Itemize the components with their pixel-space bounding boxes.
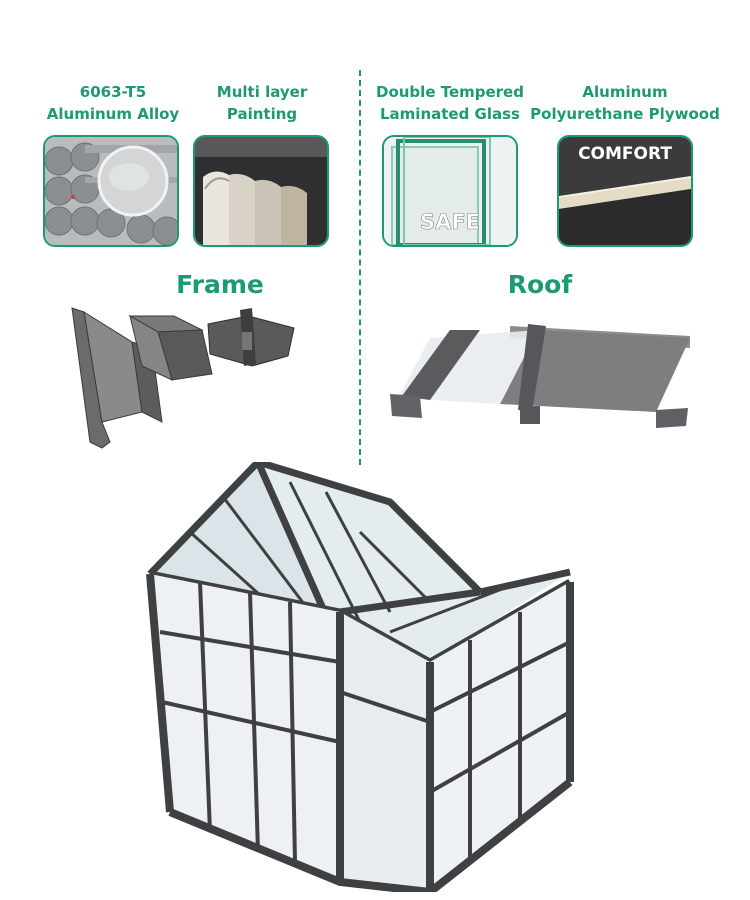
laminated-glass-image: SAFE (382, 135, 518, 247)
material-label-line1: Aluminum (582, 83, 668, 101)
roof-title: Roof (507, 270, 573, 299)
roof-profiles-image (390, 324, 690, 428)
aluminum-rods-image (43, 135, 179, 247)
frame-profiles-image (71, 307, 295, 449)
material-label-laminated-glass: Double Tempered Laminated Glass (372, 81, 528, 125)
material-label-line2: Aluminum Alloy (46, 105, 180, 123)
material-label-painting: Multi layer Painting (194, 81, 330, 125)
polyurethane-panel-image: COMFORT (557, 135, 693, 247)
frame-title: Frame (176, 270, 264, 299)
material-label-line2: Painting (226, 105, 298, 123)
material-label-line2: Laminated Glass (380, 105, 520, 123)
section-divider (359, 70, 361, 465)
sunroom-image (146, 462, 574, 892)
material-label-line1: 6063-T5 (79, 83, 147, 101)
material-label-line1: Double Tempered (376, 83, 524, 101)
safe-overlay-text: SAFE (420, 210, 480, 234)
material-label-aluminum-alloy: 6063-T5 Aluminum Alloy (45, 81, 181, 125)
paint-layers-image (193, 135, 329, 247)
material-label-line1: Multi layer (216, 83, 308, 101)
comfort-overlay-text: COMFORT (578, 144, 672, 164)
material-label-line2: Polyurethane Plywood (530, 105, 720, 123)
material-label-polyurethane-plywood: Aluminum Polyurethane Plywood (530, 81, 720, 125)
